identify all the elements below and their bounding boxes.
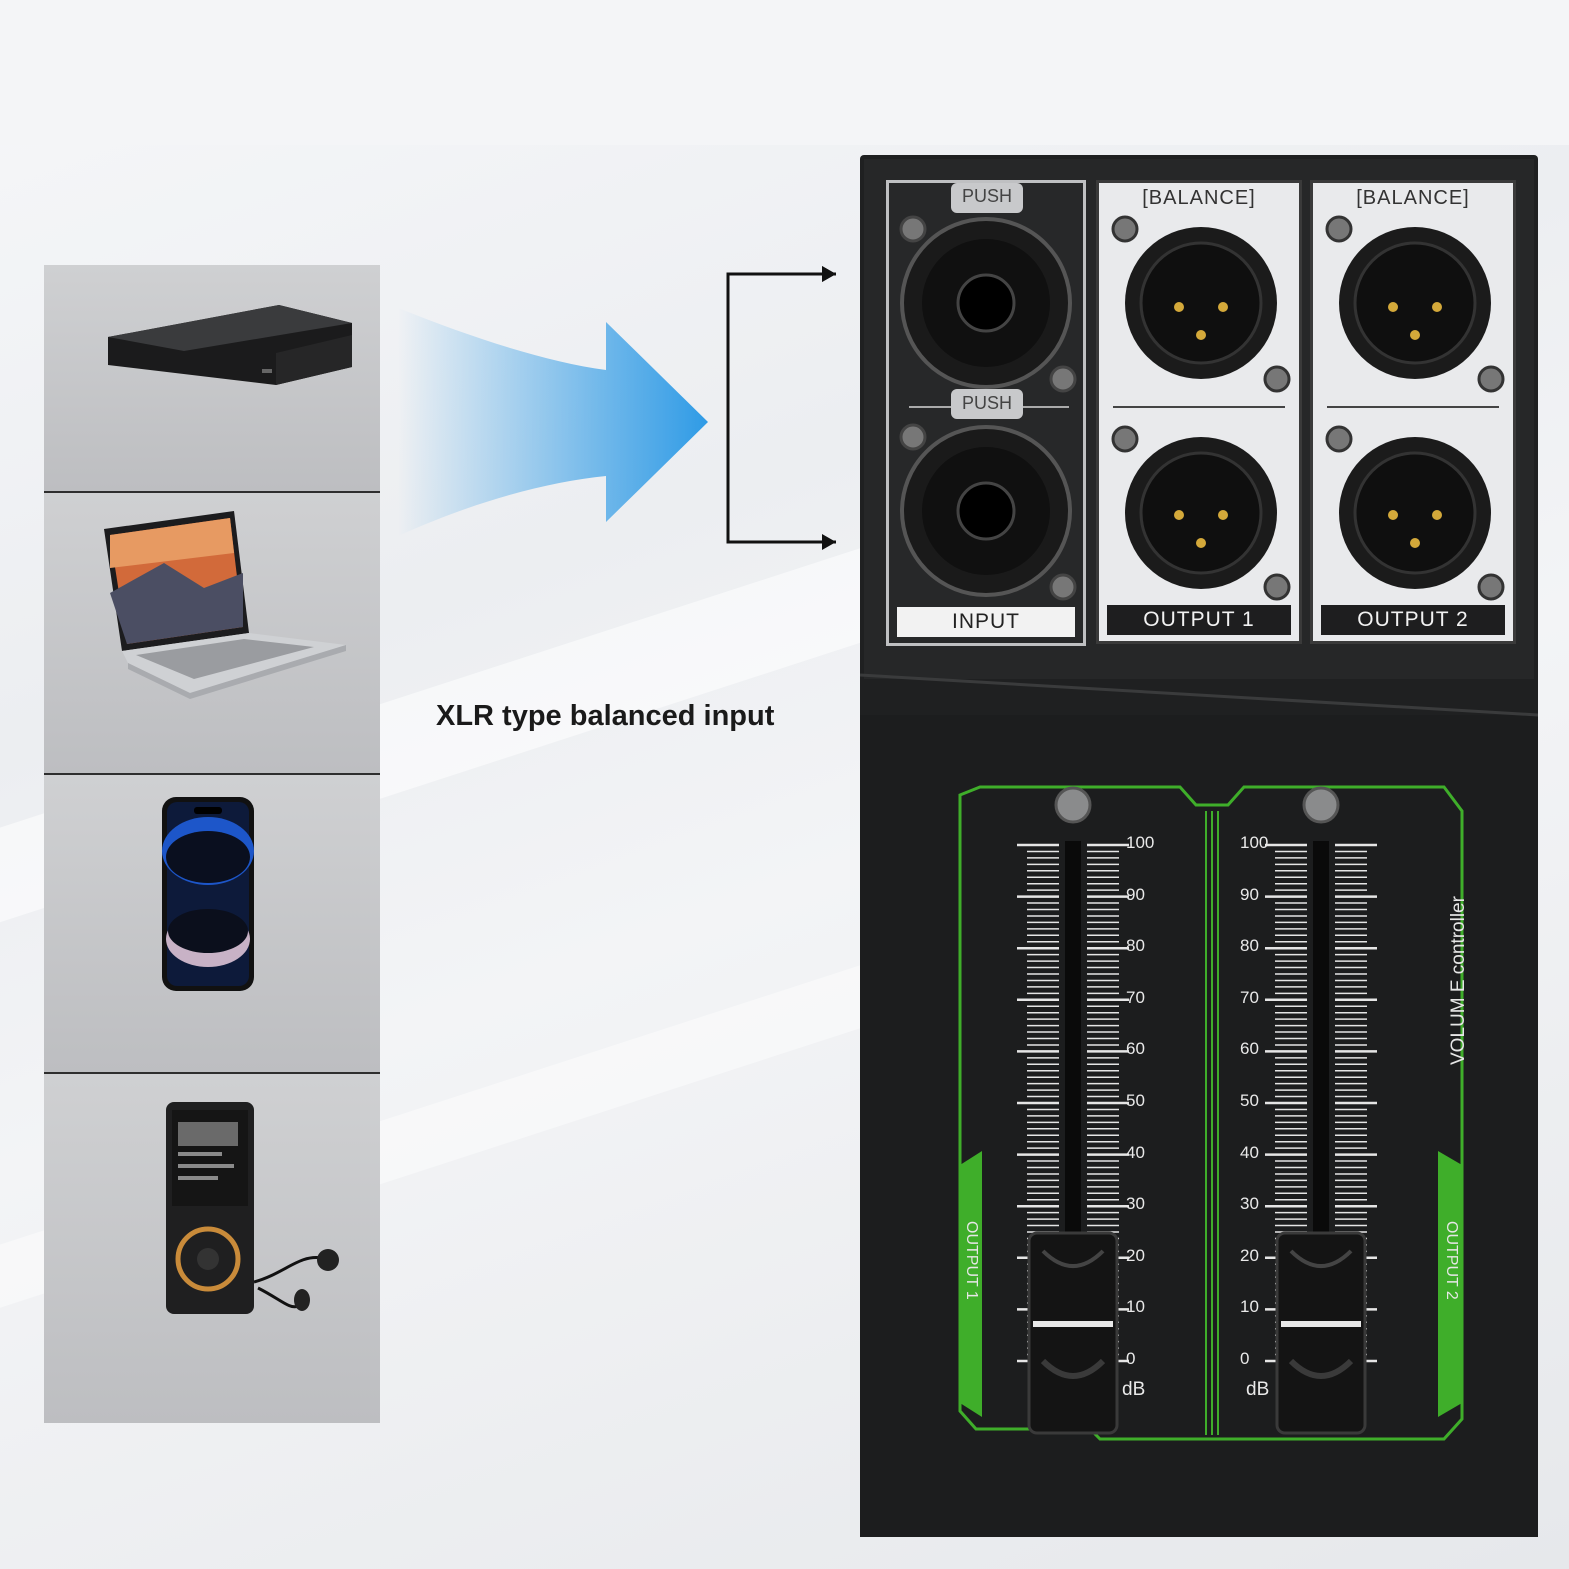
scale-label: 50 xyxy=(1126,1091,1145,1110)
caption-text: XLR type balanced input xyxy=(436,700,775,732)
unit-label: dB xyxy=(1122,1379,1146,1400)
input-label: INPUT xyxy=(897,607,1075,637)
scale-label: 80 xyxy=(1240,936,1259,956)
scale-label: 70 xyxy=(1126,987,1145,1007)
output-2-side-label: OUTPUT 2 xyxy=(1443,1221,1460,1300)
scale-label: 70 xyxy=(1240,987,1259,1007)
scale-label: 100 xyxy=(1126,833,1155,852)
scale-label: 50 xyxy=(1240,1091,1259,1110)
source-mp3-player xyxy=(44,1074,380,1423)
scale-label: 60 xyxy=(1126,1039,1145,1059)
push-tab-label: PUSH xyxy=(961,186,1012,206)
volume-controller-title: VOLUM E controller xyxy=(1448,896,1469,1065)
output-2-panel: [BALANCE] OUTPUT 2 xyxy=(1310,180,1516,644)
output-1-xlr-jacks xyxy=(1111,215,1291,601)
scale-label: 90 xyxy=(1240,884,1259,904)
flow-arrow-icon xyxy=(398,308,708,536)
scale-label: 0 xyxy=(1240,1349,1250,1368)
balance-header: [BALANCE] xyxy=(1356,187,1470,209)
unit-label: dB xyxy=(1246,1379,1270,1400)
scale-label: 80 xyxy=(1126,936,1145,956)
scale-label: 10 xyxy=(1240,1297,1259,1317)
output-1-panel: [BALANCE] OUTPUT 1 xyxy=(1096,180,1302,644)
fader-knob[interactable] xyxy=(1027,1231,1119,1435)
laptop-icon xyxy=(104,511,346,699)
scale-label: 40 xyxy=(1126,1142,1145,1162)
fader-knob[interactable] xyxy=(1275,1231,1367,1435)
input-panel: PUSH PUSH INPUT xyxy=(886,180,1086,646)
output-2-label: OUTPUT 2 xyxy=(1321,605,1505,635)
source-smartphone xyxy=(44,775,380,1074)
input-jacks xyxy=(899,183,1077,601)
scale-label: 100 xyxy=(1240,833,1269,852)
scale-label: 0 xyxy=(1126,1349,1136,1368)
top-background xyxy=(0,0,1569,145)
smartphone-icon xyxy=(162,797,254,991)
scale-label: 10 xyxy=(1126,1297,1145,1317)
scale-label: 30 xyxy=(1240,1194,1259,1214)
output-2-xlr-jacks xyxy=(1325,215,1505,601)
source-devices-column xyxy=(44,265,380,1423)
scale-label: 20 xyxy=(1240,1245,1259,1265)
balance-header: [BALANCE] xyxy=(1142,187,1256,209)
splitter-bracket xyxy=(726,266,836,550)
push-tab-label: PUSH xyxy=(961,393,1012,413)
scale-label: 20 xyxy=(1126,1245,1145,1265)
scale-label: 30 xyxy=(1126,1194,1145,1214)
volume-splitter-device: PUSH PUSH INPUT [BALANCE] OUTPUT 1 [BALA… xyxy=(860,155,1538,1537)
mp3-player-icon xyxy=(166,1102,339,1314)
blu-ray-player-icon xyxy=(108,305,352,385)
source-blu-ray-player xyxy=(44,265,380,493)
scale-label: 40 xyxy=(1240,1142,1259,1162)
scale-label: 60 xyxy=(1240,1039,1259,1059)
scale-label: 90 xyxy=(1126,884,1145,904)
output-1-side-label: OUTPUT 1 xyxy=(963,1221,980,1300)
output-1-label: OUTPUT 1 xyxy=(1107,605,1291,635)
source-laptop xyxy=(44,493,380,775)
fader-section xyxy=(1017,841,1377,1435)
